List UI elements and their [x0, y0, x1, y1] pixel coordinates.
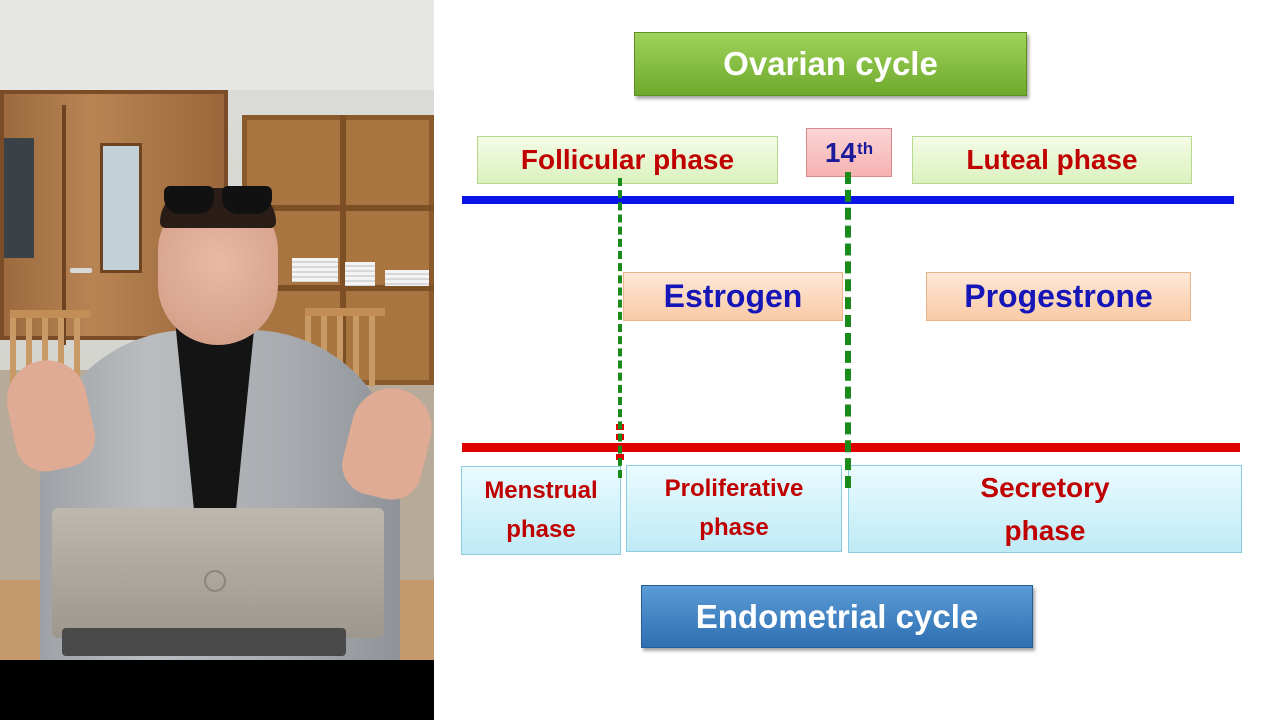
ovarian-cycle-title: Ovarian cycle	[634, 32, 1027, 96]
presenter-scene	[0, 0, 434, 660]
sunglasses-icon	[162, 186, 274, 216]
laptop-logo-icon	[204, 570, 226, 592]
menstrual-label-line1: Menstrual	[484, 477, 598, 505]
proliferative-label-line2: phase	[699, 513, 769, 541]
proliferative-phase-box: Proliferative phase	[626, 465, 842, 552]
day-14-number: 14	[824, 136, 857, 168]
ovulation-dashed-line	[845, 172, 851, 488]
follicular-boundary-dashed-line	[618, 178, 622, 478]
secretory-label-line1: Secretory	[980, 471, 1110, 503]
progestrone-box: Progestrone	[926, 272, 1191, 321]
endometrial-cycle-title: Endometrial cycle	[641, 585, 1033, 648]
secretory-phase-box: Secretory phase	[848, 465, 1242, 553]
presenter-video	[0, 0, 434, 720]
menstrual-phase-box: Menstrual phase	[461, 466, 621, 555]
day-14-suffix: th	[857, 138, 874, 158]
proliferative-label-line1: Proliferative	[664, 475, 804, 503]
menstrual-label-line2: phase	[506, 515, 576, 543]
luteal-phase-box: Luteal phase	[912, 136, 1192, 184]
estrogen-box: Estrogen	[623, 272, 843, 321]
secretory-label-line2: phase	[1004, 515, 1086, 546]
follicular-phase-box: Follicular phase	[477, 136, 778, 184]
endometrial-timeline	[462, 443, 1240, 452]
